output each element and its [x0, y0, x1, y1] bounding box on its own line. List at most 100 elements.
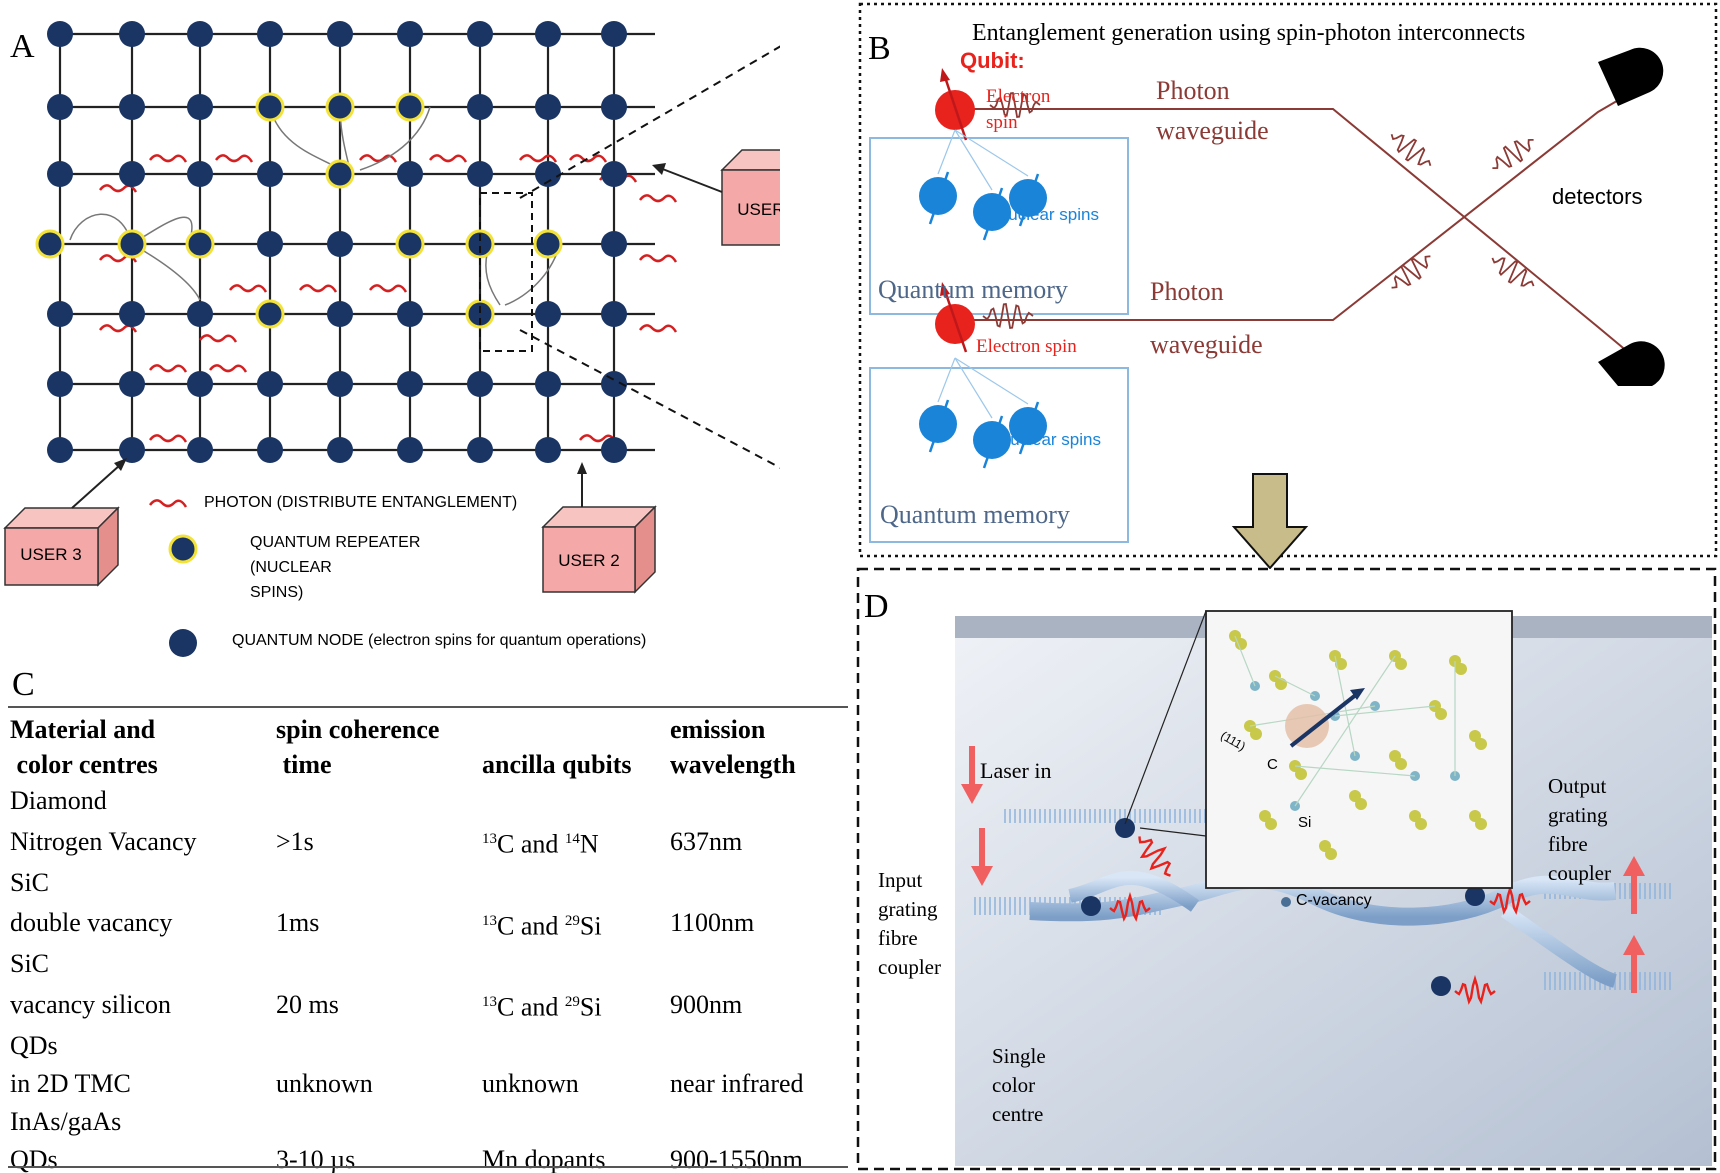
quantum-node: [119, 21, 145, 47]
quantum-node: [327, 231, 353, 257]
cell-time: [276, 782, 482, 820]
cell-wavelength: near infrared: [670, 1068, 804, 1098]
user1-label: USER 1: [737, 200, 780, 219]
photon-wavepackets: [982, 91, 1535, 330]
legend-repeater-icon: [168, 534, 198, 564]
cell-ancilla: unknown: [482, 1068, 579, 1098]
cell-ancilla: [482, 782, 670, 820]
waveguide-label-bottom: waveguide: [1150, 330, 1263, 359]
quantum-node: [187, 161, 213, 187]
panel-a-network: USER 1 USER 2 USER 3: [3, 21, 780, 594]
quantum-node: [327, 21, 353, 47]
photon-label-top: Photon: [1156, 76, 1230, 105]
output-coupler-label: Output grating fibre coupler: [1548, 774, 1611, 885]
cell-material: SiC: [10, 949, 50, 979]
cell-time: 20 ms: [276, 990, 339, 1020]
nuclear-spin-icon: [1009, 173, 1047, 227]
panel-a-letter: A: [10, 28, 35, 65]
photon-squiggle: [215, 154, 254, 163]
quantum-node: [47, 161, 73, 187]
quantum-node: [467, 94, 493, 120]
cell-time: [276, 1103, 482, 1141]
quantum-node: [601, 94, 627, 120]
quantum-memory-box-top: [869, 137, 1129, 315]
cell-wavelength: 900-1550nm: [670, 1144, 803, 1173]
user3-box: USER 3: [3, 458, 127, 587]
quantum-node: [467, 371, 493, 397]
color-centre-dots: [1081, 818, 1485, 996]
cell-wavelength: 637nm: [670, 826, 743, 856]
quantum-node: [467, 437, 493, 463]
cell-ancilla: 13C and 29Si: [482, 992, 602, 1022]
photon-squiggle: [149, 434, 188, 443]
cell-wavelength: [670, 782, 850, 820]
nuclear-spins-label-bottom: Nuclear spins: [998, 430, 1101, 449]
cell-material: Nitrogen Vacancy: [10, 826, 197, 856]
waveguides: [968, 76, 1659, 378]
quantum-node: [257, 231, 283, 257]
quantum-node: [397, 301, 423, 327]
electron-spin-bottom-label: Electron spin: [976, 336, 1077, 357]
table-row: Diamond: [10, 782, 850, 820]
cell-time: >1s: [276, 826, 314, 856]
quantum-memory-box-bottom: [869, 367, 1129, 543]
quantum-node: [47, 94, 73, 120]
quantum-node: [119, 371, 145, 397]
quantum-node: [119, 301, 145, 327]
quantum-node: [535, 371, 561, 397]
nuclear-spin-group: [919, 129, 1047, 469]
col-header-time: spin coherence time: [276, 715, 440, 779]
quantum-node: [47, 371, 73, 397]
panel-b-letter: B: [868, 30, 891, 67]
repeater-node: [533, 229, 563, 259]
cell-ancilla: [482, 1103, 670, 1141]
user2-label: USER 2: [558, 551, 619, 570]
single-centre-label: Single color centre: [992, 1044, 1046, 1126]
table-header-row: Material and color centres spin coherenc…: [10, 712, 850, 782]
cell-ancilla: [482, 1027, 670, 1065]
repeater-node: [185, 229, 215, 259]
quantum-node: [327, 437, 353, 463]
repeater-node: [255, 299, 285, 329]
cell-ancilla: 13C and 29Si: [482, 911, 602, 941]
inset-si-label: Si: [1298, 814, 1312, 831]
panel-b-frame: [858, 2, 1718, 558]
qubit-label: Qubit:: [960, 48, 1025, 73]
nuclear-spins-label-top: Nuclear spins: [996, 205, 1099, 224]
inset-c-label: C: [1267, 756, 1278, 773]
cell-wavelength: [670, 1027, 850, 1065]
repeater-node: [395, 92, 425, 122]
photon-squiggle: [209, 364, 248, 373]
photon-squiggle: [369, 284, 408, 293]
material-table: Material and color centres spin coherenc…: [10, 712, 850, 1173]
col-header-material: Material and color centres: [10, 715, 158, 779]
quantum-node: [47, 301, 73, 327]
quantum-node: [601, 371, 627, 397]
photon-squiggle: [639, 254, 678, 263]
photon-squiggle: [429, 154, 468, 163]
down-arrow-icon: [1231, 473, 1309, 570]
cell-material: QDs: [10, 1030, 58, 1060]
quantum-node: [601, 21, 627, 47]
photon-squiggle: [149, 364, 188, 373]
legend-node-icon: [169, 629, 197, 657]
cell-material: in 2D TMC: [10, 1068, 131, 1098]
cell-material: vacancy silicon: [10, 990, 171, 1020]
quantum-node: [47, 21, 73, 47]
quantum-node: [119, 161, 145, 187]
legend-photon-icon: [149, 499, 188, 508]
quantum-node: [47, 437, 73, 463]
table-bottom-rule: [8, 1166, 848, 1168]
quantum-node: [257, 21, 283, 47]
photon-squiggle: [639, 194, 678, 203]
crystal-lattice: [1229, 630, 1487, 860]
node-group: [35, 21, 627, 463]
zoom-line-bottom: [519, 329, 780, 469]
vacancy-orbital: [1285, 704, 1329, 748]
cell-material: SiC: [10, 867, 50, 897]
